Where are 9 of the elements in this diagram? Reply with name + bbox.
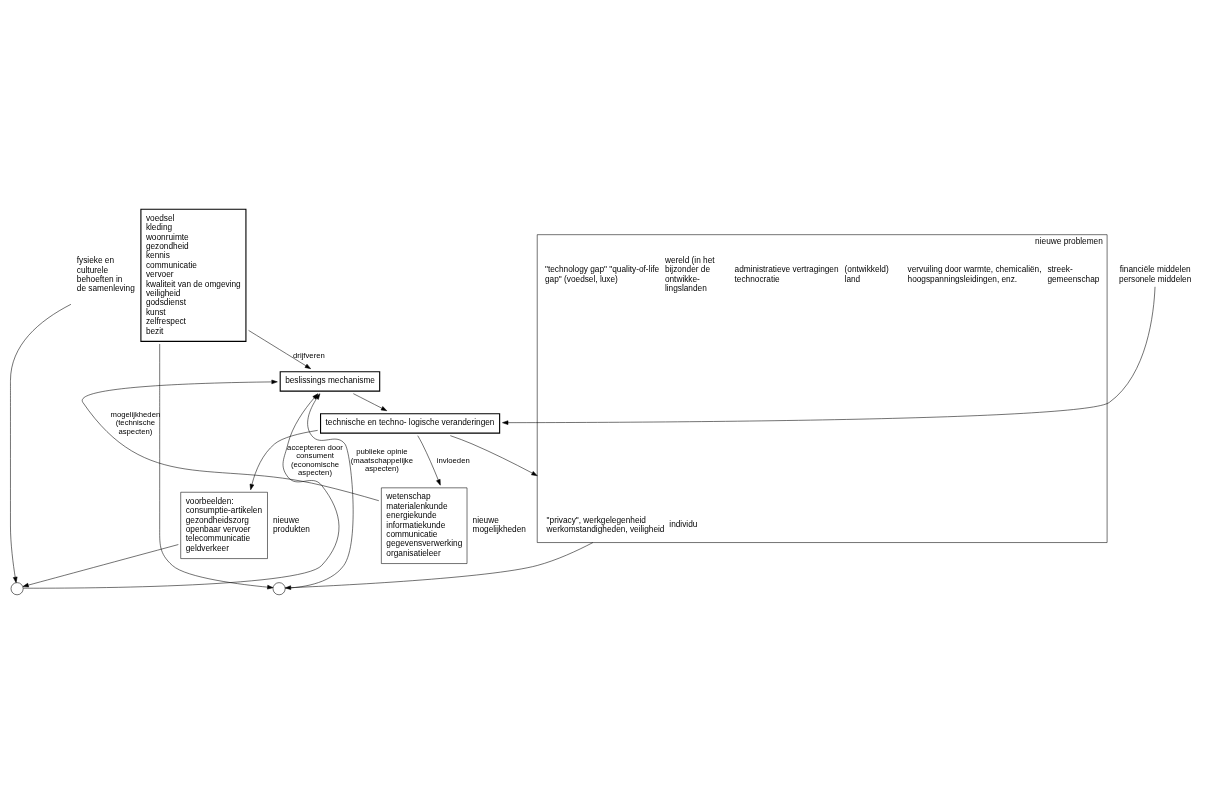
node-label: nieuwe problemen — [1035, 235, 1103, 246]
node-text: "technology gap" "quality-of-life gap" (voedsel, luxe) wereld (in het bijzonder de ontwikke- lingslanden — [544, 254, 715, 294]
node-label: nieuwe mogelijkheden — [472, 514, 526, 535]
node-text: "privacy", werkgelegenheid werkomstandigheden, veiligheid individu — [546, 514, 698, 535]
node-text: administratieve vertragingen technocratie (ontwikkeld) land — [734, 264, 889, 284]
node-text: vervuiling door warmte, chemicaliën, hoogspanningsleidingen, enz. streek- gemeenschap — [907, 264, 1100, 284]
node-label: fysieke en culturele behoeften in de samenleving — [76, 255, 135, 294]
node-text: financiële middelen personele middelen — [1119, 264, 1192, 284]
node-label: nieuwe produkten — [273, 514, 310, 535]
